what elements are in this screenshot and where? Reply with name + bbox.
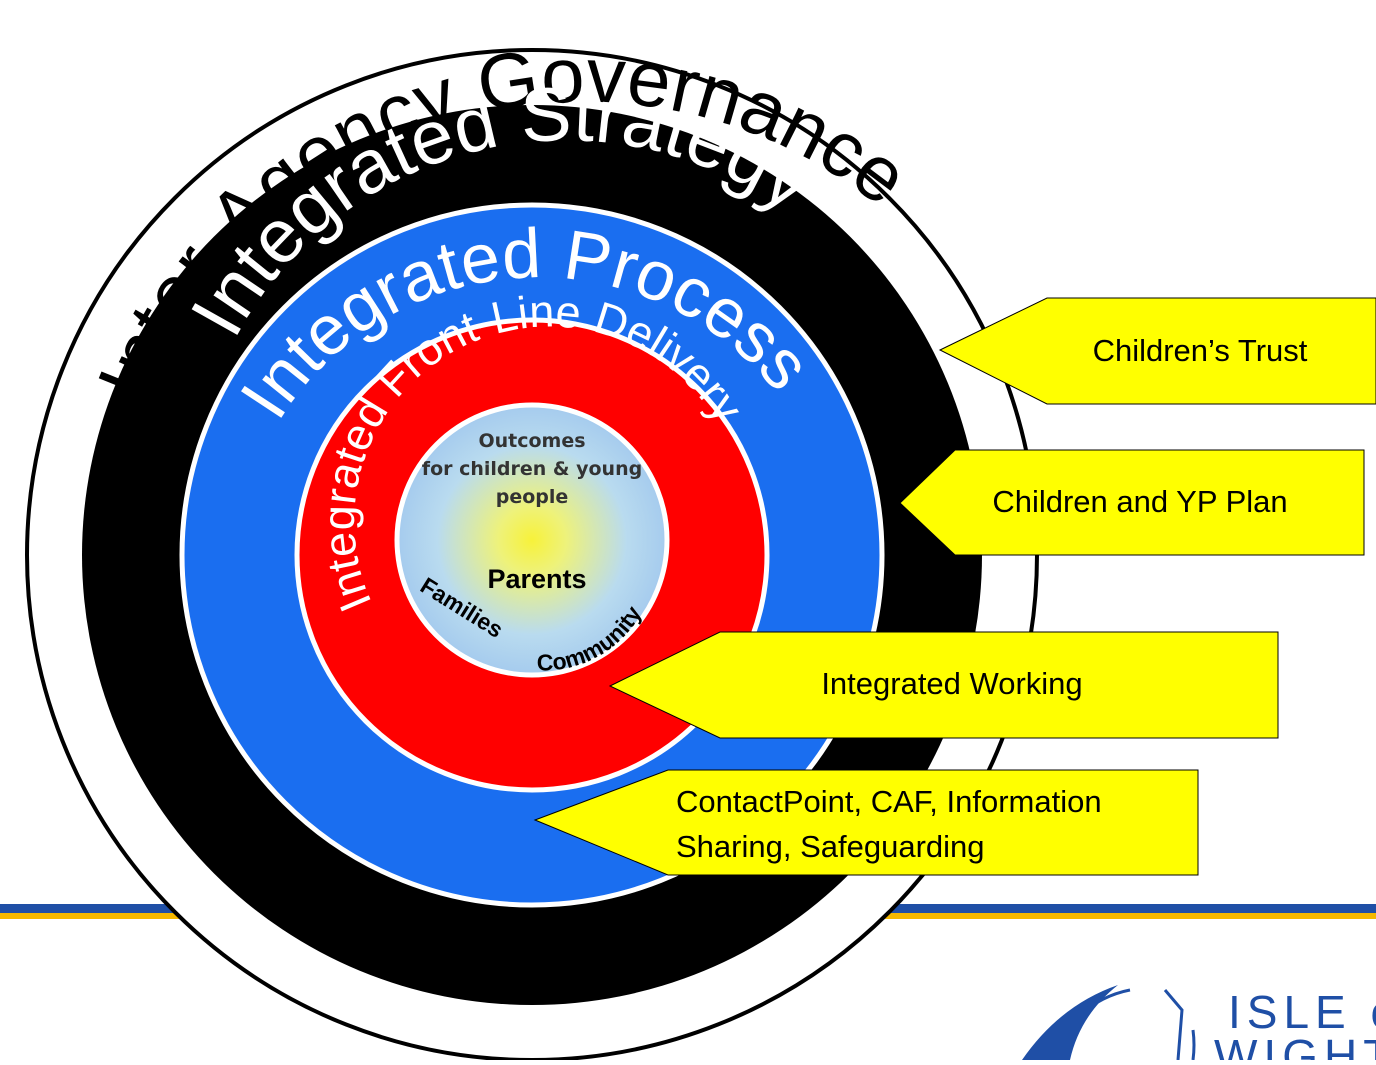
logo-arc bbox=[1043, 988, 1131, 1061]
callout-cyp-plan-label: Children and YP Plan bbox=[992, 484, 1287, 519]
callout-contactpoint bbox=[533, 769, 1199, 876]
callout-contactpoint-line2: Sharing, Safeguarding bbox=[676, 829, 985, 864]
callout-cyp-plan bbox=[899, 449, 1365, 556]
logo-text-line1: ISLE of bbox=[1228, 986, 1376, 1038]
center-outcomes-line1: Outcomes bbox=[478, 430, 585, 452]
logo-needles bbox=[1163, 989, 1184, 1061]
callout-integrated-working bbox=[608, 631, 1279, 739]
isle-of-wight-logo: ISLE of WIGHT bbox=[1022, 985, 1376, 1065]
center-circle bbox=[394, 402, 670, 678]
callout-childrens-trust-label: Children’s Trust bbox=[1093, 333, 1308, 368]
callout-childrens-trust bbox=[938, 297, 1376, 405]
logo-stroke bbox=[1191, 1029, 1196, 1061]
center-parents: Parents bbox=[487, 564, 586, 594]
callout-integrated-working-label: Integrated Working bbox=[821, 666, 1082, 701]
center-outcomes-line2: for children & young bbox=[422, 458, 642, 480]
callout-contactpoint-line1: ContactPoint, CAF, Information bbox=[676, 784, 1102, 819]
logo-text-line2: WIGHT bbox=[1214, 1030, 1376, 1060]
center-outcomes-line3: people bbox=[496, 486, 569, 508]
